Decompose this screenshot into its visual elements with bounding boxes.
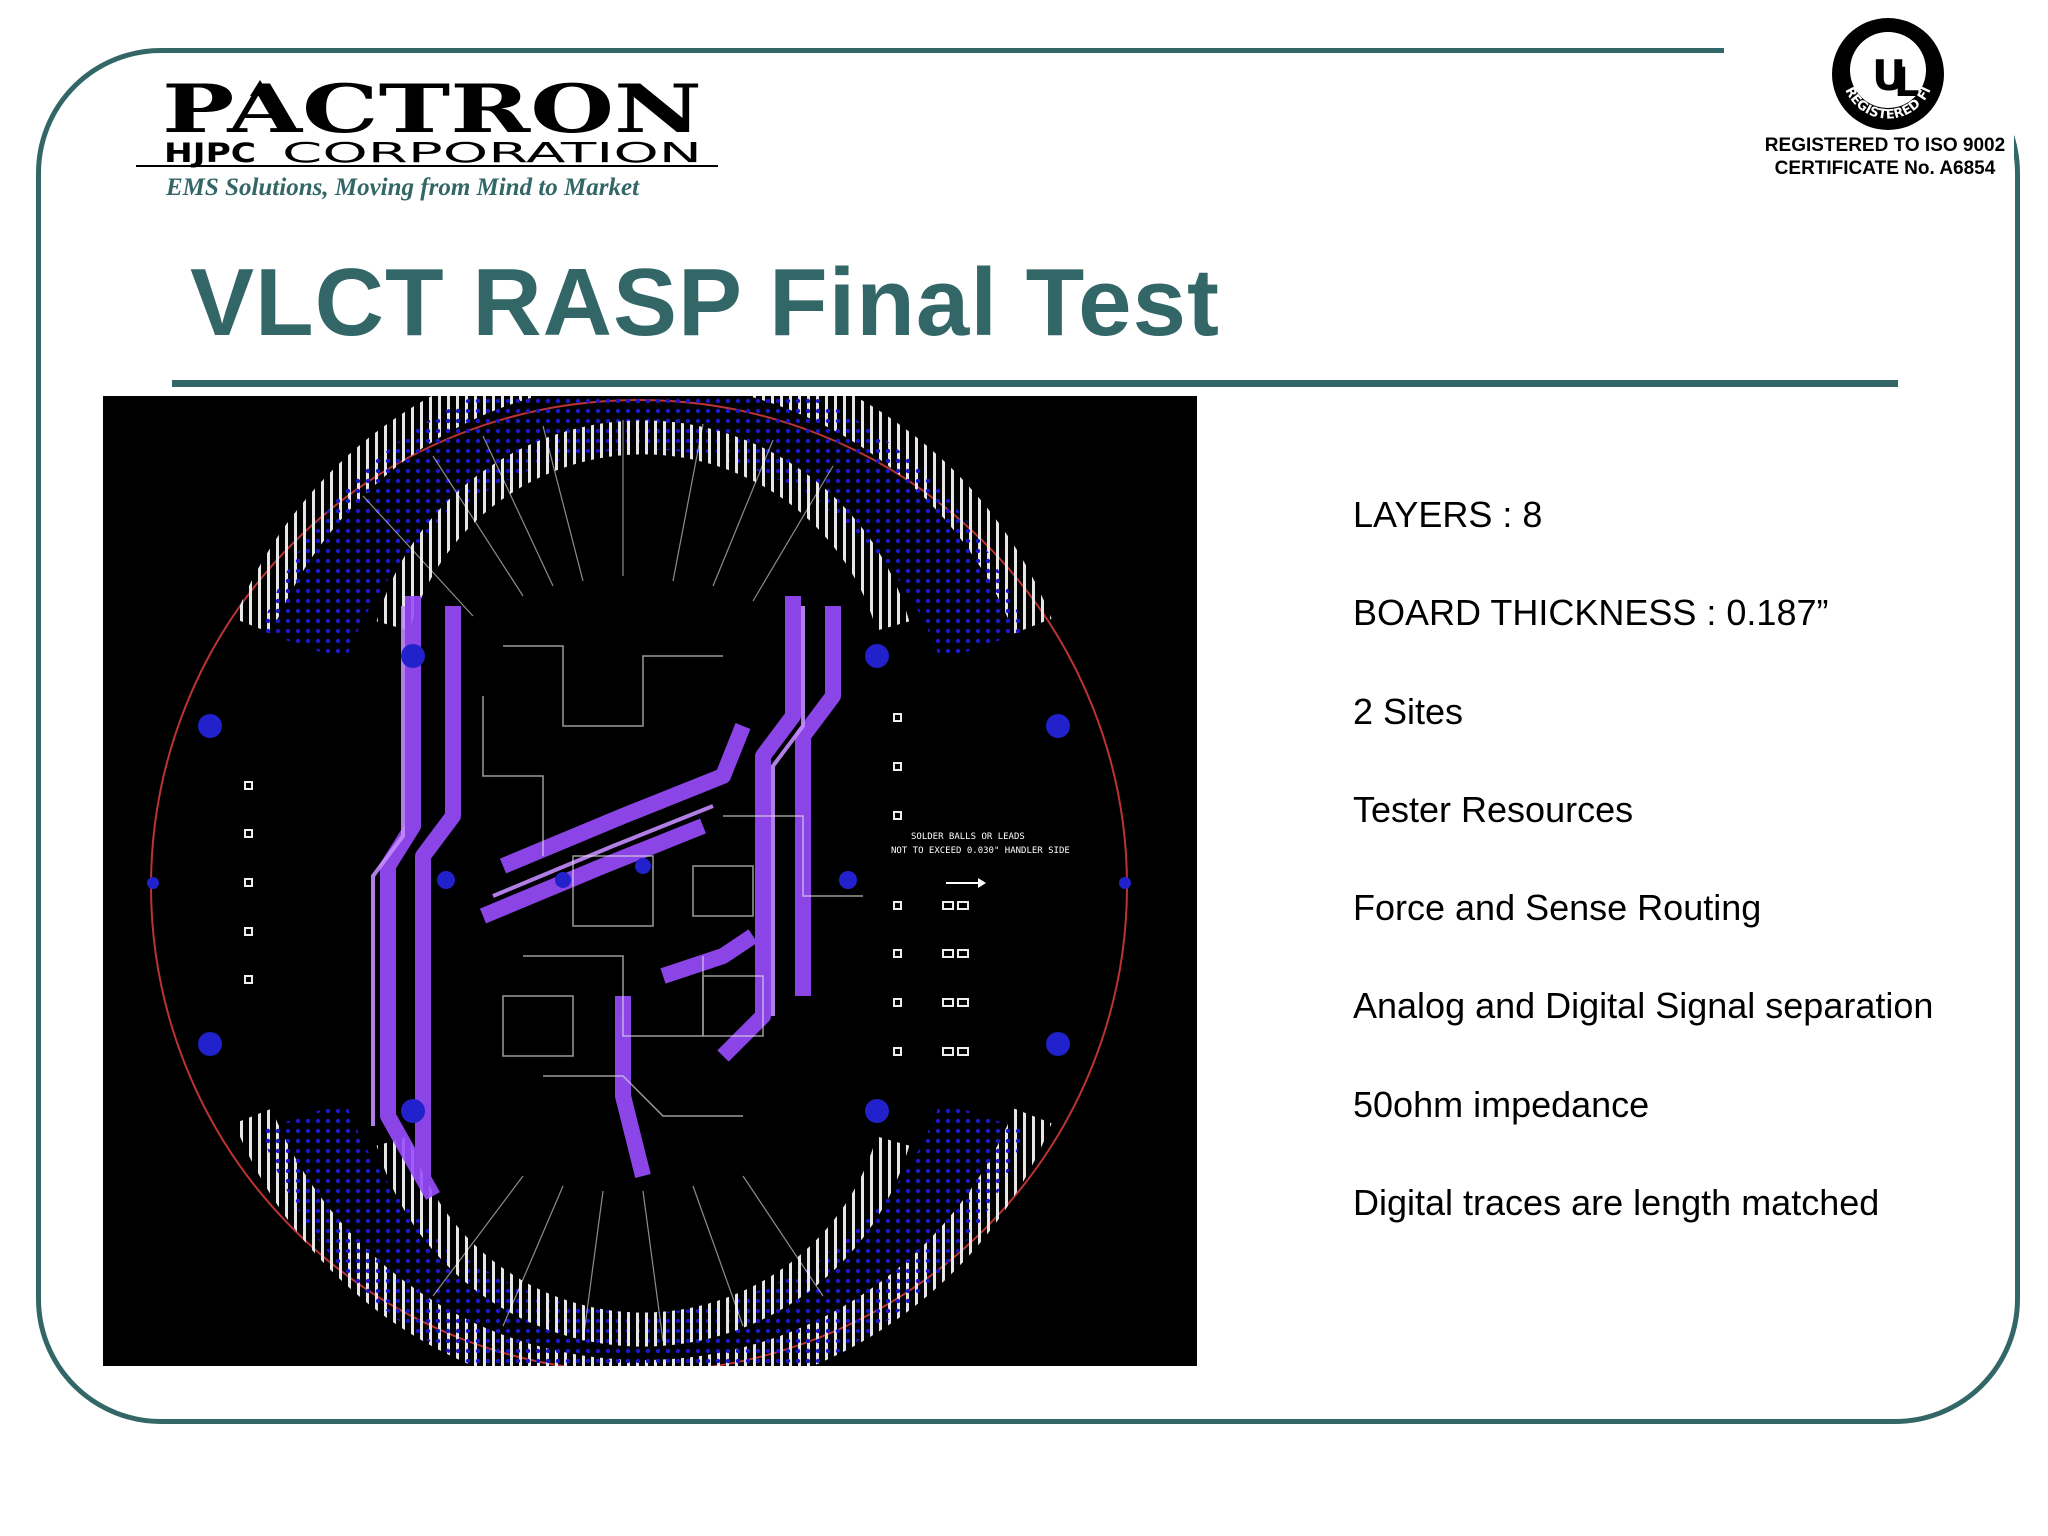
svg-text:L: L xyxy=(1894,60,1920,106)
spec-list: LAYERS : 8 BOARD THICKNESS : 0.187” 2 Si… xyxy=(1353,494,1933,1280)
iso-line: REGISTERED TO ISO 9002 xyxy=(1764,135,2006,156)
spec-signal-separation: Analog and Digital Signal separation xyxy=(1353,985,1934,1027)
spec-length-matched: Digital traces are length matched xyxy=(1353,1182,1880,1224)
pcb-note-line1: SOLDER BALLS OR LEADS xyxy=(911,832,1025,842)
certificate-number: CERTIFICATE No. A6854 xyxy=(1774,158,1996,179)
page-title: VLCT RASP Final Test xyxy=(190,249,1220,356)
company-tagline: EMS Solutions, Moving from Mind to Marke… xyxy=(166,174,640,201)
spec-board-thickness: BOARD THICKNESS : 0.187” xyxy=(1353,592,1829,634)
svg-text:U: U xyxy=(1872,51,1906,100)
spec-impedance: 50ohm impedance xyxy=(1353,1083,1650,1125)
spec-force-sense: Force and Sense Routing xyxy=(1353,887,1762,929)
spec-sites: 2 Sites xyxy=(1353,690,1464,732)
iso-certification: REGISTERED TO ISO 9002 CERTIFICATE No. A… xyxy=(1740,134,2030,180)
svg-text:HJPC: HJPC xyxy=(164,138,256,169)
ul-seal-icon: U L REGISTERED FIRM xyxy=(1740,16,1944,130)
pcb-layout-image: SOLDER BALLS OR LEADS NOT TO EXCEED 0.03… xyxy=(103,396,1197,1366)
pactron-logo: PACTRON HJPC CORPORATION xyxy=(136,74,718,169)
spec-layers: LAYERS : 8 xyxy=(1353,494,1543,535)
slide-frame xyxy=(36,48,2020,1424)
svg-text:PACTRON: PACTRON xyxy=(162,74,702,148)
svg-text:CORPORATION: CORPORATION xyxy=(282,136,702,169)
spec-tester-resources: Tester Resources xyxy=(1353,788,1634,830)
title-divider xyxy=(172,380,1898,387)
pcb-note-line2: NOT TO EXCEED 0.030" HANDLER SIDE xyxy=(891,846,1070,856)
